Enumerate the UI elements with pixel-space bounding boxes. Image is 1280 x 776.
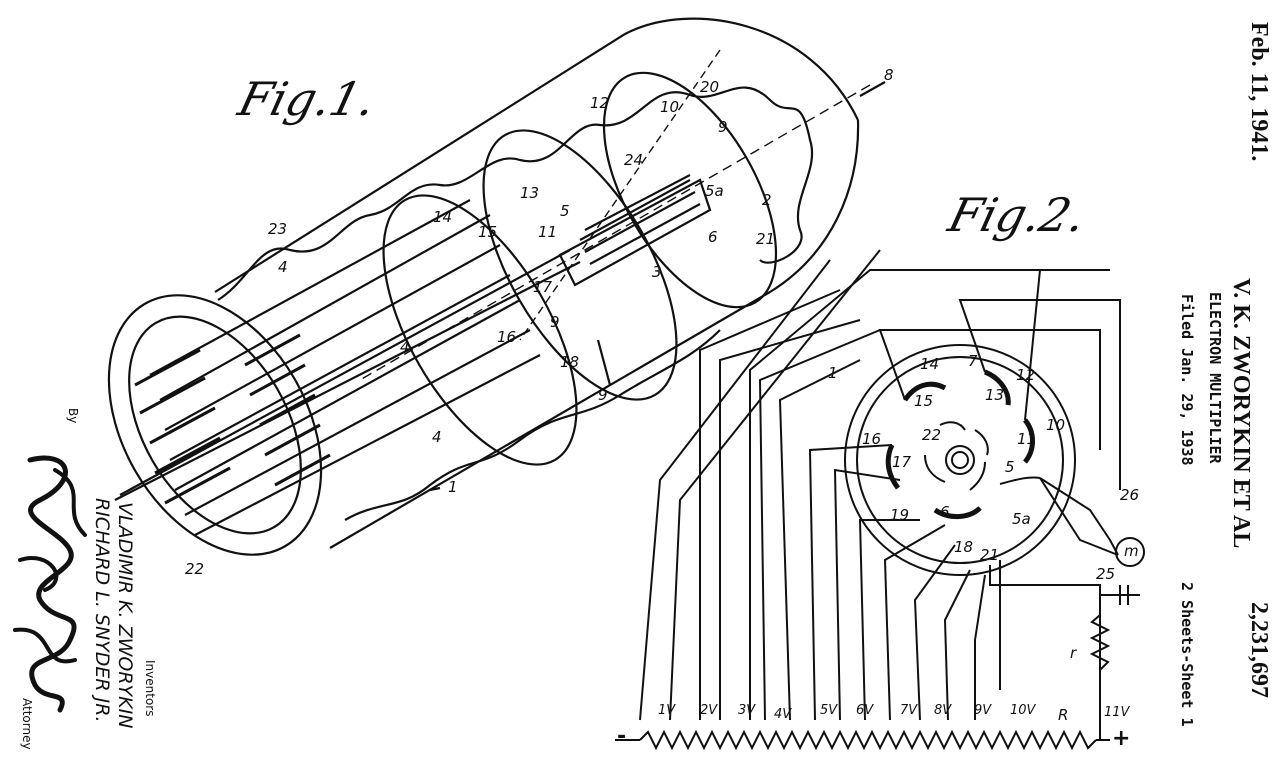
- fig1-ref: 5a: [705, 182, 724, 200]
- fig1-ref: 11: [538, 223, 558, 241]
- fig1-ref: 3: [652, 263, 662, 281]
- fig2-ref: 17: [892, 453, 912, 471]
- voltage-tap-label: 9V: [974, 703, 992, 718]
- fig2-ref: 10: [1046, 416, 1066, 434]
- fig2-ref: 19: [890, 506, 910, 524]
- fig1-ref: 13: [520, 184, 540, 202]
- fig1-ref: 14: [433, 208, 453, 226]
- fig1-ref: 8: [884, 66, 894, 84]
- fig2-ref: 15: [914, 392, 934, 410]
- fig1-ref: 23: [268, 220, 288, 238]
- fig1-ref: 16: [497, 328, 517, 346]
- fig1-ref: 21: [756, 230, 776, 248]
- fig2-ref: 5a: [1012, 510, 1031, 528]
- fig2-ref: 26: [1120, 486, 1140, 504]
- fig2-ref: 25: [1096, 565, 1116, 583]
- fig2-ref: 6: [940, 503, 950, 521]
- signature-scribble: [13, 455, 87, 713]
- fig2-ref: 12: [1016, 366, 1036, 384]
- fig2-ref: 1: [828, 364, 838, 382]
- fig1-ref: 5: [560, 202, 570, 220]
- fig1-ref: 20: [700, 78, 720, 96]
- plus-terminal-label: +: [1112, 726, 1131, 751]
- fig1-ref: 12: [590, 94, 610, 112]
- fig2-ref: 7: [968, 352, 978, 370]
- resistor-r-label: r: [1070, 644, 1077, 662]
- fig1-ref: 9: [598, 386, 608, 404]
- fig1-ref: 10: [660, 98, 680, 116]
- voltage-tap-label: 4V: [774, 707, 792, 722]
- fig1-ref: 2: [762, 191, 772, 209]
- fig1-ref: 24: [624, 151, 644, 169]
- fig2-ref: 11: [1017, 430, 1037, 448]
- fig1-ref: 4: [278, 258, 288, 276]
- minus-terminal-label: -: [617, 724, 627, 749]
- meter-symbol-label: m: [1124, 542, 1139, 560]
- fig1-ref: 1: [448, 478, 458, 496]
- fig2-ref: 18: [954, 538, 974, 556]
- voltage-tap-label: 2V: [700, 703, 718, 718]
- fig2-ref: 16: [862, 430, 882, 448]
- voltage-tap-label: 7V: [900, 703, 918, 718]
- voltage-tap-label: 10V: [1010, 703, 1036, 718]
- fig2-ref: 14: [920, 355, 940, 373]
- fig1-ref: 9: [718, 118, 728, 136]
- fig2-ref: 5: [1005, 458, 1015, 476]
- voltage-tap-label: 8V: [934, 703, 952, 718]
- fig1-ref: 9: [550, 313, 560, 331]
- voltage-tap-label: 1V: [658, 703, 676, 718]
- voltage-tap-label: 11V: [1104, 705, 1130, 720]
- fig2-ref: 21: [980, 546, 1000, 564]
- fig1-ref: 17: [533, 278, 553, 296]
- fig1-ref: 22: [185, 560, 205, 578]
- fig1-ref: 4: [432, 428, 442, 446]
- fig1-ref: 6: [708, 228, 718, 246]
- fig2-ref: 22: [922, 426, 942, 444]
- resistor-R-label: R: [1058, 706, 1069, 724]
- voltage-tap-label: 6V: [856, 703, 874, 718]
- voltage-tap-label: 5V: [820, 703, 838, 718]
- fig1-ref: 4: [400, 338, 410, 356]
- fig2-ref: 13: [985, 386, 1005, 404]
- fig1-ref: 18: [560, 353, 580, 371]
- voltage-tap-label: 3V: [738, 703, 756, 718]
- fig1-ref: 15: [478, 223, 498, 241]
